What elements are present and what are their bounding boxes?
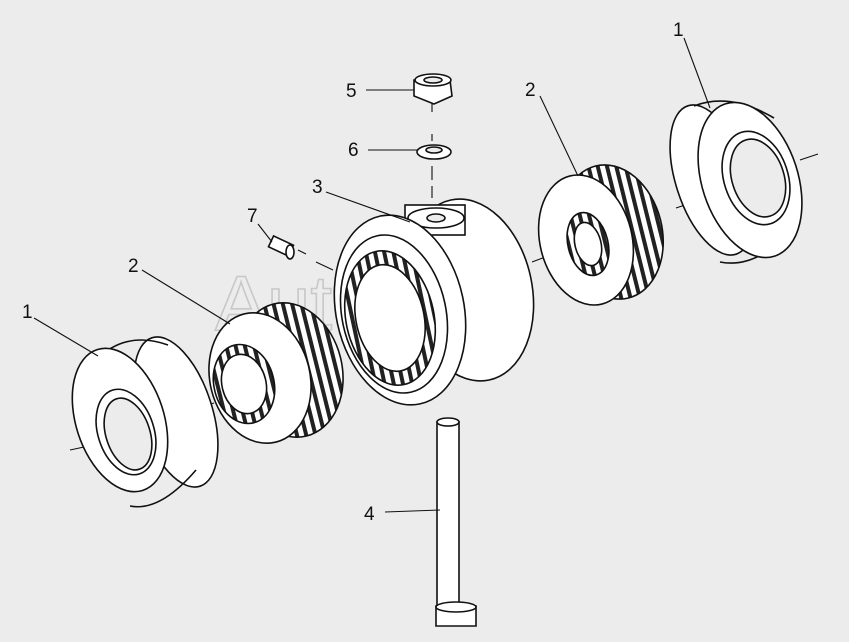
part-2-right-gear	[537, 164, 665, 306]
part-4-bolt	[435, 417, 477, 627]
part-1-left-bearing-cup	[71, 336, 219, 508]
callout-5: 5	[346, 81, 357, 102]
part-2-left-gear	[208, 302, 344, 444]
callout-1-right: 1	[673, 20, 684, 41]
part-6-washer	[416, 144, 452, 160]
leader-lines	[33, 37, 711, 513]
callout-labels: 1 1 2 2 3 4 5 6 7	[22, 20, 684, 525]
callout-7: 7	[247, 206, 258, 227]
part-7-fitting	[267, 234, 295, 260]
callout-4: 4	[364, 504, 375, 525]
part-1-right-bearing-cup	[669, 100, 803, 264]
callout-1-left: 1	[22, 302, 33, 323]
part-3-center-housing	[333, 198, 535, 406]
part-5-nut	[413, 73, 453, 105]
callout-2-left: 2	[128, 256, 139, 277]
callout-2-right: 2	[525, 80, 536, 101]
callout-3: 3	[312, 177, 323, 198]
callout-6: 6	[348, 140, 359, 161]
